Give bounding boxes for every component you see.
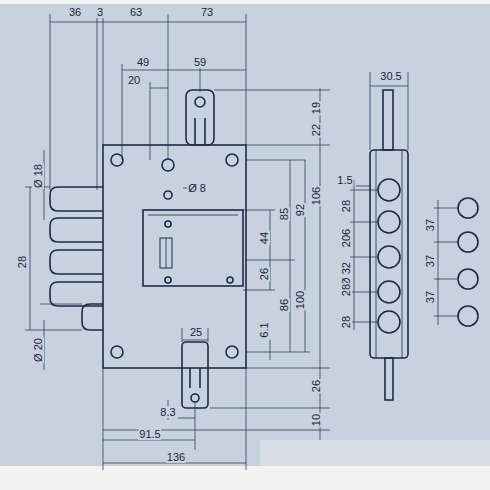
- dimension-label: 30.5: [379, 70, 402, 82]
- dimension-label: 92: [294, 203, 306, 217]
- dimension-label: 26: [258, 267, 270, 281]
- dimension-label: 37: [424, 254, 436, 268]
- dimension-label: 106: [310, 186, 322, 206]
- dimension-label: 19: [310, 101, 322, 115]
- dimension-label: 37: [424, 290, 436, 304]
- dimension-label: 20: [127, 74, 141, 86]
- dimension-label: 8.3: [159, 406, 176, 418]
- dimension-label: 49: [136, 56, 150, 68]
- dimension-label: 59: [193, 56, 207, 68]
- dimension-label: 100: [294, 290, 306, 310]
- dimension-label: 73: [200, 6, 214, 18]
- dimension-label: Ø 20: [32, 337, 44, 363]
- dimension-label: 36: [68, 6, 82, 18]
- dimension-label: 26: [310, 379, 322, 393]
- dimension-label: Ø 8: [187, 182, 207, 194]
- dimension-label: 22: [310, 123, 322, 137]
- dimension-label: 136: [166, 451, 186, 463]
- dimension-label: 37: [424, 218, 436, 232]
- dimension-label: 44: [258, 231, 270, 245]
- dimension-label: 91.5: [138, 428, 161, 440]
- dimension-label: 28: [16, 255, 28, 269]
- dimension-label: 63: [129, 6, 143, 18]
- dimension-label: 25: [189, 326, 203, 338]
- dimension-label: 6.1: [258, 321, 270, 338]
- dimension-label: Ø 18: [32, 163, 44, 189]
- dimension-label: 3: [96, 6, 104, 18]
- dimension-label: 206: [340, 228, 352, 248]
- dimension-label: 28: [340, 283, 352, 297]
- dimension-label: 10: [310, 413, 322, 427]
- dimension-label: 85: [278, 207, 290, 221]
- dimension-label: 28: [340, 199, 352, 213]
- dimension-label: 1.5: [336, 174, 353, 186]
- dimension-label: 28: [340, 315, 352, 329]
- dimension-label: 86: [278, 298, 290, 312]
